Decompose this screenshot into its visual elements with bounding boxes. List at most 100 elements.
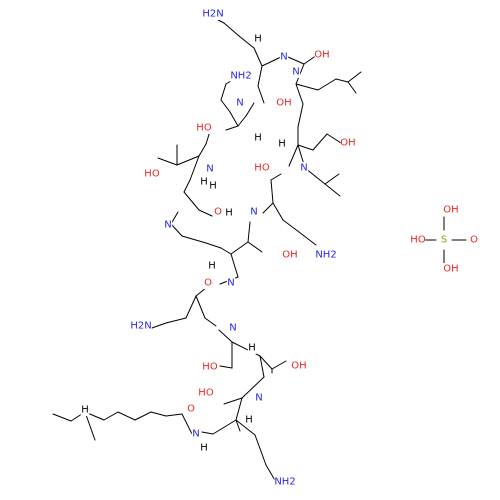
bond-line bbox=[262, 202, 274, 214]
bond-line bbox=[205, 242, 222, 249]
atom-label-background bbox=[144, 168, 160, 180]
bond-line bbox=[297, 103, 304, 128]
atom-label-background bbox=[282, 249, 298, 261]
atom-label-background bbox=[276, 97, 292, 109]
bond-line bbox=[223, 22, 240, 37]
bond-line bbox=[312, 133, 328, 151]
bond-line bbox=[259, 355, 265, 378]
atom-label-background bbox=[199, 176, 209, 188]
atom-label-o-s: O bbox=[470, 235, 478, 246]
atom-label-background bbox=[80, 404, 90, 416]
atom-label-background bbox=[254, 162, 270, 174]
atom-label-h-ring-mid: H bbox=[225, 208, 233, 219]
atom-label-background bbox=[443, 263, 459, 275]
bond-line bbox=[183, 191, 200, 211]
bond-line bbox=[272, 202, 284, 221]
bond-line bbox=[241, 376, 265, 399]
bond-line bbox=[270, 179, 274, 204]
atom-label-background bbox=[254, 392, 264, 404]
atom-label-background bbox=[253, 132, 263, 144]
atom-label-h-methyl: H bbox=[81, 405, 89, 416]
bond-line bbox=[295, 83, 319, 91]
bond-line bbox=[229, 111, 239, 127]
bond-line bbox=[165, 413, 183, 417]
bond-line bbox=[235, 419, 256, 436]
atom-label-background bbox=[235, 97, 245, 109]
atom-label-background bbox=[314, 49, 330, 61]
bond-line bbox=[247, 221, 251, 243]
atom-label-background bbox=[186, 403, 196, 415]
atom-label-h2n-left: H2N bbox=[130, 321, 151, 332]
atom-label-background bbox=[291, 360, 307, 372]
bond-line bbox=[151, 322, 167, 329]
bond-line bbox=[150, 411, 167, 417]
atom-label-n-left-top: N bbox=[206, 164, 213, 175]
atom-label-background bbox=[279, 51, 289, 63]
atom-label-background bbox=[277, 138, 287, 150]
bond-line bbox=[220, 247, 232, 255]
bond-line bbox=[181, 413, 193, 435]
atom-label-h-thr: H bbox=[209, 181, 217, 192]
atom-label-n-ring-top: N bbox=[236, 98, 243, 109]
atom-label-ho-bottom: HO bbox=[198, 388, 214, 399]
bond-line bbox=[198, 209, 213, 217]
bond-line bbox=[254, 434, 267, 466]
bond-line bbox=[324, 173, 340, 185]
bond-line bbox=[219, 365, 233, 369]
atom-label-background bbox=[315, 249, 337, 261]
atom-label-background bbox=[198, 387, 214, 399]
atom-label-nh2-bottom: NH2 bbox=[274, 477, 295, 488]
bond-line bbox=[335, 78, 349, 83]
bond-line bbox=[261, 56, 282, 67]
atom-label-background bbox=[203, 277, 213, 289]
atom-label-ho-s: HO bbox=[410, 235, 426, 246]
atom-label-background bbox=[443, 204, 459, 216]
bond-line bbox=[253, 47, 263, 67]
bond-line bbox=[201, 431, 214, 435]
atom-label-oh-leu: OH bbox=[340, 138, 355, 149]
bond-line bbox=[245, 102, 255, 117]
bond-layer bbox=[52, 13, 467, 483]
bond-line bbox=[223, 397, 243, 405]
bond-line bbox=[225, 125, 239, 131]
atom-label-ho-left-top: HO bbox=[196, 123, 212, 134]
atom-label-o-dab: O bbox=[204, 278, 212, 289]
atom-label-o-thr: O bbox=[214, 207, 222, 218]
bond-line bbox=[165, 317, 187, 324]
atom-label-background bbox=[439, 234, 449, 246]
bond-line bbox=[220, 99, 231, 113]
atom-label-n-lower: N bbox=[229, 323, 236, 334]
atom-label-n-leu: N bbox=[292, 67, 299, 78]
atom-label-ho-thr: HO bbox=[144, 169, 160, 180]
atom-label-background bbox=[469, 234, 479, 246]
atom-label-h-left-top: H bbox=[200, 177, 208, 188]
bond-line bbox=[271, 360, 287, 370]
atom-label-background bbox=[230, 70, 252, 82]
atom-label-background bbox=[207, 260, 217, 272]
atom-label-background bbox=[244, 414, 254, 426]
atom-label-background bbox=[224, 207, 234, 219]
atom-label-background bbox=[213, 206, 223, 218]
atom-label-h-dab: H bbox=[208, 261, 216, 272]
bond-line bbox=[317, 78, 337, 91]
bond-line bbox=[230, 241, 249, 255]
bond-line bbox=[183, 179, 191, 193]
bond-line bbox=[189, 155, 200, 181]
bond-line bbox=[204, 317, 217, 327]
bond-line bbox=[257, 85, 265, 104]
atom-label-nh2-top: H2N bbox=[202, 9, 223, 20]
bond-line bbox=[297, 144, 314, 151]
atom-label-background bbox=[249, 206, 259, 218]
atom-label-background bbox=[196, 122, 212, 134]
atom-label-ho-lower: HO bbox=[202, 362, 218, 373]
atom-label-s: S bbox=[441, 235, 447, 246]
atom-label-oh-thr2: OH bbox=[291, 361, 306, 372]
bond-line bbox=[157, 157, 178, 166]
atom-label-ho-mid-right: HO bbox=[254, 163, 270, 174]
bond-line bbox=[247, 241, 263, 253]
bond-line bbox=[265, 464, 277, 483]
atom-label-background bbox=[226, 277, 236, 289]
atom-label-background bbox=[410, 234, 426, 246]
atom-label-n-ring-left: N bbox=[164, 220, 171, 231]
